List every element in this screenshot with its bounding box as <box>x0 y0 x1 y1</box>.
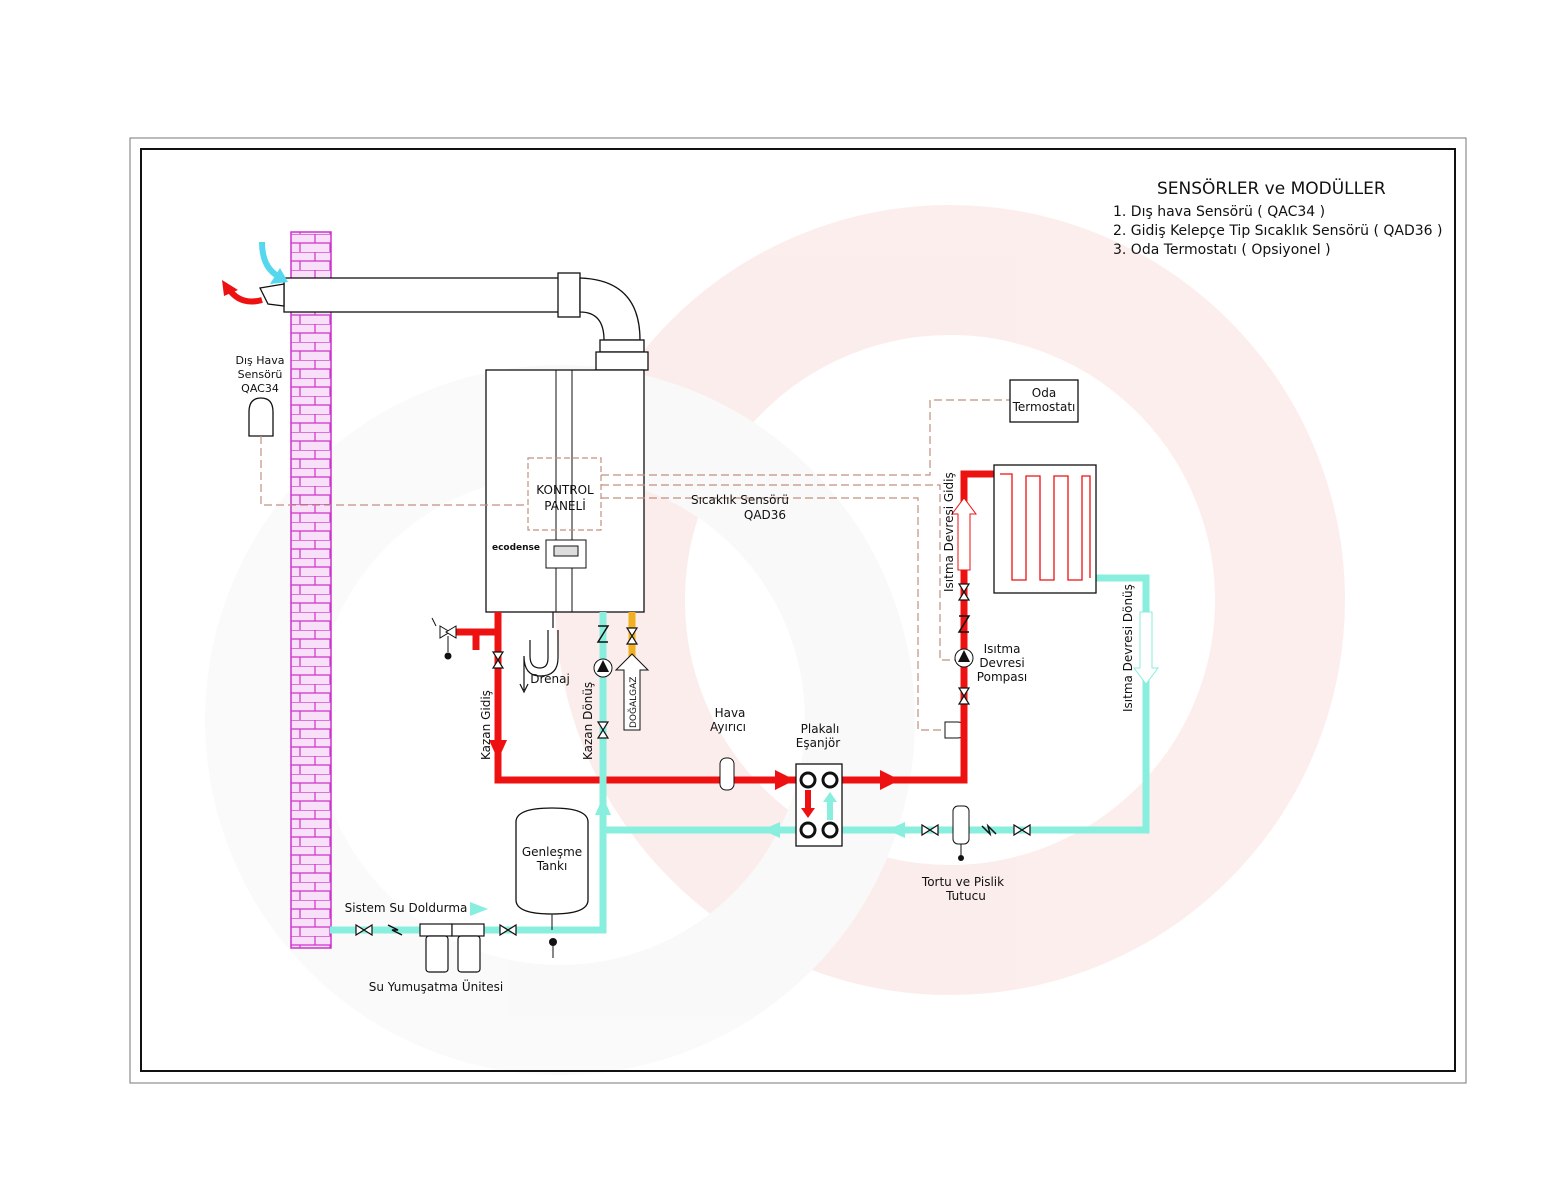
svg-text:PANELİ: PANELİ <box>544 498 585 513</box>
heating-pump-label: Isıtma <box>984 642 1021 656</box>
dirt-separator <box>952 805 970 861</box>
radiator <box>993 464 1097 594</box>
water-softener <box>419 923 485 973</box>
legend-title: SENSÖRLER ve MODÜLLER <box>1157 177 1386 199</box>
expansion-tank-label: Genleşme <box>522 845 582 859</box>
drain-label: Drenaj <box>530 672 570 686</box>
boiler-return-label: Kazan Dönüş <box>581 682 595 760</box>
svg-text:QAC34: QAC34 <box>241 382 279 395</box>
outdoor-sensor: Dış Hava Sensörü QAC34 <box>235 354 285 437</box>
plate-exchanger-label: Plakalı <box>801 722 840 736</box>
signal-wiring <box>260 399 1010 731</box>
legend-item-1: 1. Dış hava Sensörü ( QAC34 ) <box>1113 204 1325 220</box>
boiler-supply-label: Kazan Gidiş <box>479 690 493 760</box>
svg-text:Eşanjör: Eşanjör <box>796 736 840 750</box>
room-thermostat <box>1009 379 1079 423</box>
heating-return-arrow <box>1133 611 1159 685</box>
system-fill-label: Sistem Su Doldurma <box>345 901 468 915</box>
heating-pump <box>954 648 974 668</box>
brick-wall <box>290 231 332 949</box>
svg-text:Tankı: Tankı <box>536 859 568 873</box>
valves <box>355 583 1031 937</box>
plate-heat-exchanger <box>795 763 843 847</box>
outer-frame <box>129 137 1467 1084</box>
svg-text:Ayırıcı: Ayırıcı <box>710 720 746 734</box>
heating-supply-arrow <box>951 497 977 571</box>
svg-text:Termostatı: Termostatı <box>1012 400 1076 414</box>
hot-supply-pipes <box>456 470 994 784</box>
svg-text:Sensörü: Sensörü <box>238 368 283 381</box>
svg-text:DOĞALGAZ: DOĞALGAZ <box>627 677 639 728</box>
legend-item-2: 2. Gidiş Kelepçe Tip Sıcaklık Sensörü ( … <box>1113 223 1443 239</box>
air-separator-label: Hava <box>715 706 746 720</box>
control-panel-label: KONTROL <box>536 483 594 497</box>
heating-return-label: Isıtma Devresi Dönüş <box>1121 584 1135 712</box>
air-separator <box>719 757 735 791</box>
drain-trap <box>519 612 559 694</box>
check-valves <box>387 615 997 936</box>
svg-text:Dış Hava: Dış Hava <box>235 354 284 367</box>
heating-supply-label: Isıtma Devresi Gidiş <box>942 472 956 592</box>
svg-text:Tutucu: Tutucu <box>945 889 986 903</box>
temp-sensor-label: Sıcaklık Sensörü <box>691 493 789 507</box>
water-softener-label: Su Yumuşatma Ünitesi <box>369 978 503 994</box>
legend: SENSÖRLER ve MODÜLLER 1. Dış hava Sensör… <box>1113 177 1443 258</box>
brand-logo: ecodense <box>492 543 540 553</box>
svg-text:QAD36: QAD36 <box>744 508 786 522</box>
control-panel-box <box>527 457 602 531</box>
expansion-tank <box>515 807 589 915</box>
boiler-pump <box>593 658 613 678</box>
svg-text:Oda: Oda <box>1032 386 1056 400</box>
flue-pipe <box>259 272 649 371</box>
dirt-separator-label: Tortu ve Pislik <box>921 875 1004 889</box>
safety-valve <box>431 617 457 660</box>
svg-text:Pompası: Pompası <box>977 670 1027 684</box>
inner-frame <box>140 148 1456 1072</box>
gas-arrow: DOĞALGAZ <box>614 653 650 731</box>
svg-text:Devresi: Devresi <box>979 656 1024 670</box>
boiler: ecodense <box>485 369 645 613</box>
legend-item-3: 3. Oda Termostatı ( Opsiyonel ) <box>1113 242 1331 258</box>
fill-drain-point <box>549 938 557 958</box>
radiator-coil <box>1000 473 1091 581</box>
